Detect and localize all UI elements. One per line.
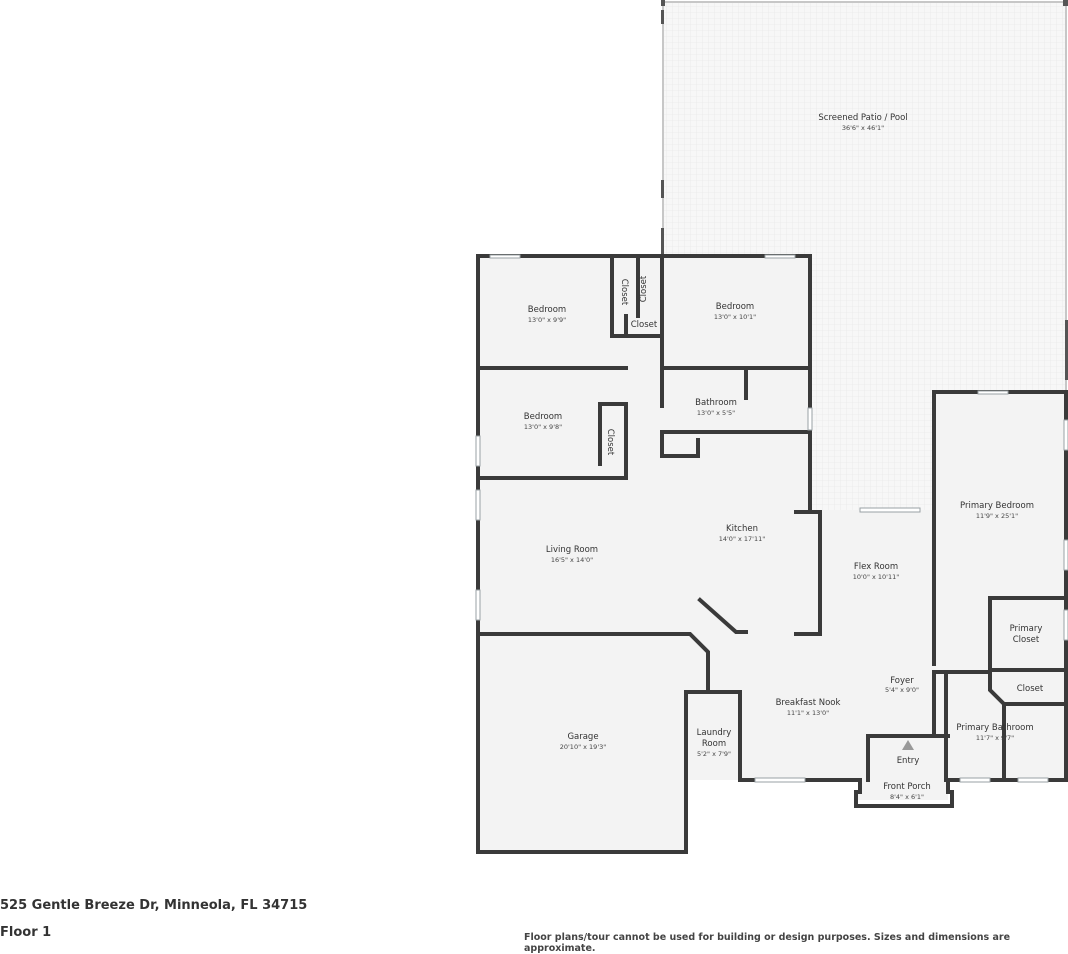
patio-label: Screened Patio / Pool: [818, 113, 907, 123]
bedroom2-label: Bedroom: [716, 302, 754, 312]
bathroom-label: Bathroom: [695, 398, 737, 408]
flex-label: Flex Room: [854, 562, 898, 572]
garage-dim: 20'10" x 19'3": [560, 743, 606, 751]
bedroom3-label: Bedroom: [524, 412, 562, 422]
flex-dim: 10'0" x 10'11": [853, 573, 899, 581]
bedroom1-dim: 13'0" x 9'9": [528, 316, 566, 324]
address-text: 525 Gentle Breeze Dr, Minneola, FL 34715: [0, 898, 308, 913]
primary-closet-label-1: Primary: [1010, 624, 1043, 634]
closet-a-label: Closet: [619, 279, 629, 306]
kitchen-dim: 14'0" x 17'11": [719, 535, 765, 543]
kitchen-label: Kitchen: [726, 524, 758, 534]
patio-area: [663, 2, 1066, 510]
foyer-dim: 5'4" x 9'0": [885, 686, 919, 694]
closet-c-label: Closet: [631, 320, 658, 330]
bedroom2-dim: 13'0" x 10'1": [714, 313, 756, 321]
garage-label: Garage: [567, 732, 598, 742]
primary-bedroom-dim: 11'9" x 25'1": [976, 512, 1018, 520]
patio-dim: 36'6" x 46'1": [842, 124, 884, 132]
primary-bedroom-label: Primary Bedroom: [960, 501, 1034, 511]
primary-bath-label: Primary Bathroom: [956, 723, 1033, 733]
closet-b-label: Closet: [639, 275, 649, 302]
breakfast-dim: 11'1" x 13'0": [787, 709, 829, 717]
primary-closet-label-2: Closet: [1013, 635, 1040, 645]
entry-label: Entry: [897, 756, 920, 766]
bedroom1-label: Bedroom: [528, 305, 566, 315]
breakfast-label: Breakfast Nook: [776, 698, 841, 708]
windows: [475, 254, 1068, 783]
floor-label: Floor 1: [0, 925, 52, 940]
closet-small-label: Closet: [1017, 684, 1044, 694]
front-porch-dim: 8'4" x 6'1": [890, 793, 924, 801]
foyer-label: Foyer: [890, 676, 914, 686]
disclaimer-text: Floor plans/tour cannot be used for buil…: [524, 932, 1011, 954]
laundry-label-2: Room: [702, 739, 726, 749]
bathroom-dim: 13'0" x 5'5": [697, 409, 735, 417]
entry-arrow-icon: [902, 740, 914, 750]
front-porch-label: Front Porch: [883, 782, 931, 792]
patio-posts: [661, 0, 1068, 380]
laundry-label-1: Laundry: [697, 728, 732, 738]
room-labels: Screened Patio / Pool 36'6" x 46'1" Bedr…: [524, 113, 1044, 801]
laundry-dim: 5'2" x 7'9": [697, 750, 731, 758]
living-dim: 16'5" x 14'0": [551, 556, 593, 564]
bedroom3-dim: 13'0" x 9'8": [524, 423, 562, 431]
living-label: Living Room: [546, 545, 598, 555]
closet-d-label: Closet: [605, 429, 615, 456]
primary-bath-dim: 11'7" x 9'7": [976, 734, 1014, 742]
